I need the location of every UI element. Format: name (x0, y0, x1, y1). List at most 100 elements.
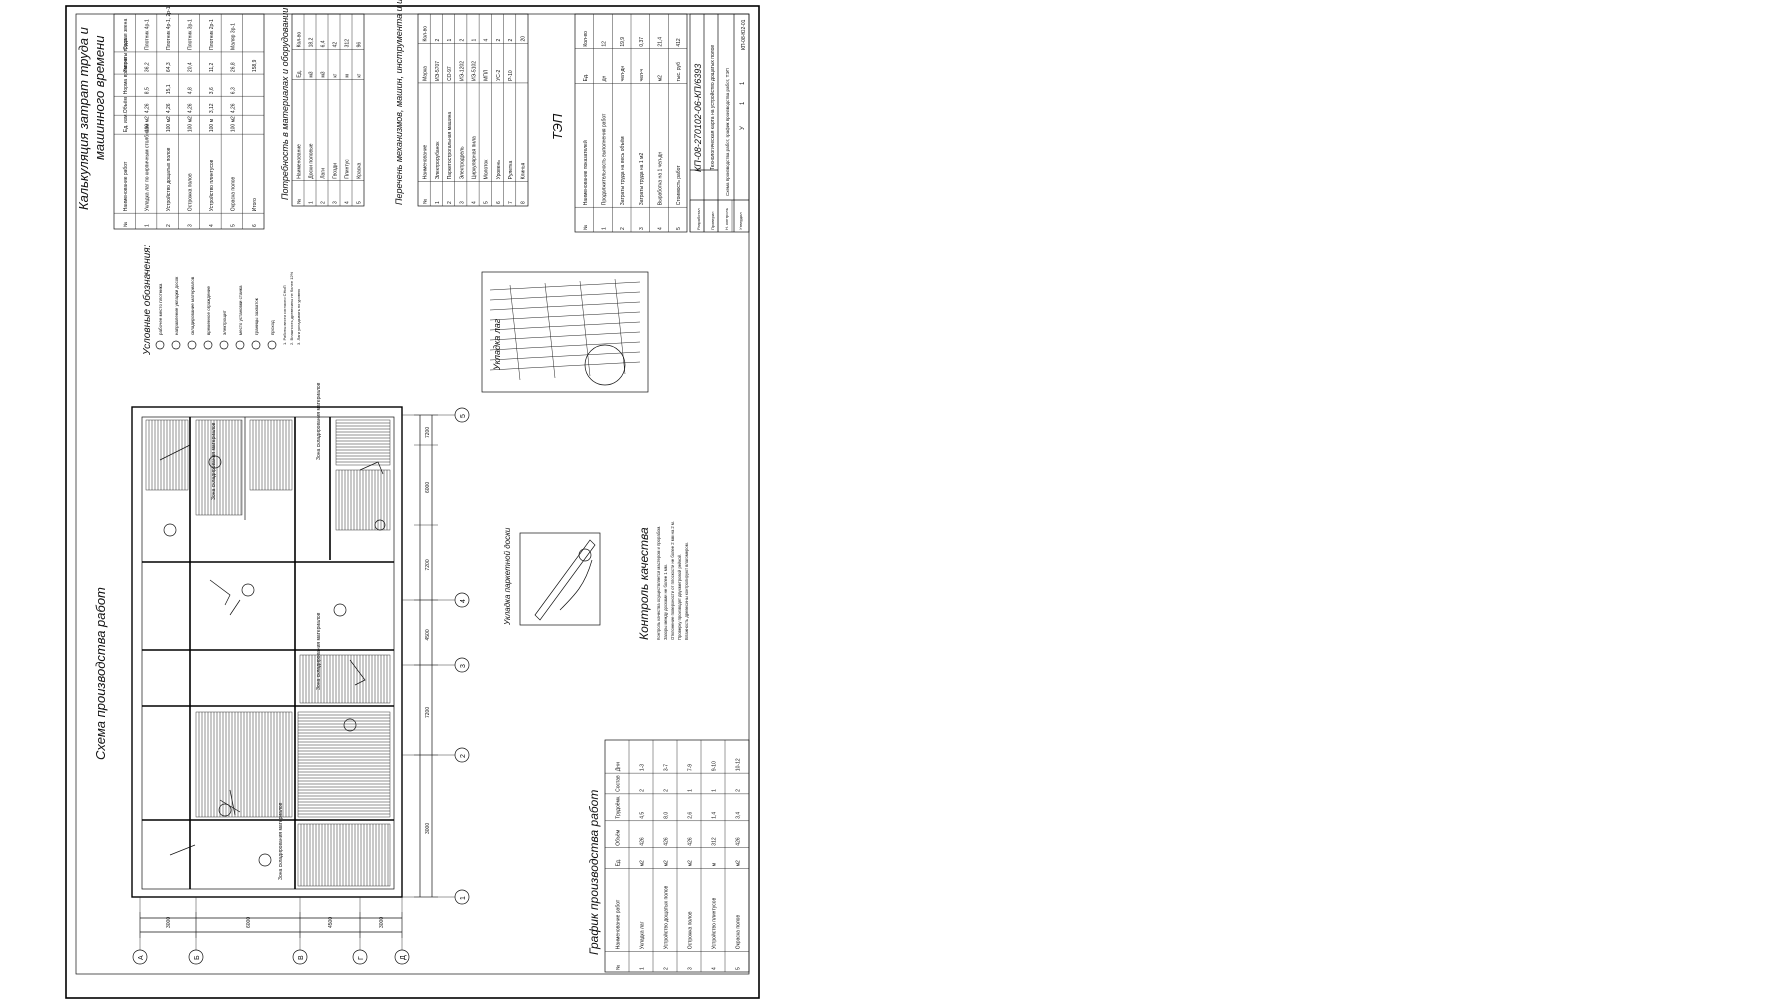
table-cell: 1 (640, 967, 646, 970)
table-cell: 158,9 (252, 59, 258, 72)
machines-table-frame (417, 13, 529, 207)
axis-bubble (352, 949, 368, 965)
title-block-subtitle: Схема производства работ, график произво… (725, 68, 730, 196)
quality-line: Проверку производят двухметровой рейкой. (677, 554, 682, 640)
legend-note: 2. Влажность древесины не более 12% (289, 271, 294, 345)
table-cell: 7-9 (688, 764, 694, 771)
table-cell: 3,12 (209, 103, 215, 113)
plan-outer-wall (131, 406, 403, 898)
title-block-frame (689, 13, 750, 233)
room-label: Зона складирования материалов (316, 382, 322, 460)
table-cell: 2 (496, 39, 502, 42)
table-cell: Продолжительность выполнения работ (602, 113, 608, 205)
title-role: Н. контроль (724, 208, 729, 230)
table-cell: 4,26 (166, 103, 172, 113)
legend-symbol (251, 340, 261, 350)
table-header-cell: № (123, 222, 129, 227)
legend-item: складирование материалов (190, 276, 195, 335)
table-cell: 4 (472, 201, 478, 204)
schedule-block: График производства работ №Наименование … (587, 739, 750, 973)
table-cell: 18,2 (309, 37, 315, 47)
table-cell: 4 (345, 201, 351, 204)
schedule-title: График производства работ (587, 790, 601, 955)
table-cell: м (345, 74, 351, 78)
table-cell: 7 (508, 201, 514, 204)
table-cell: 4 (712, 967, 718, 970)
table-cell: Устройство плинтусов (208, 159, 215, 211)
sheet-outer-frame (65, 5, 760, 999)
table-header-cell: Состав звена (123, 19, 129, 50)
plan-inner-wall (141, 416, 395, 890)
table-cell: Электродрель (459, 146, 465, 179)
title-block-group: КП-08-Ю2-01 (741, 19, 747, 50)
legend-item: рабочее место плотника (158, 283, 163, 335)
table-header-cell: Ед. изм. (123, 113, 129, 132)
table-cell: Укладка лаг по кирпичным столбикам (145, 123, 151, 211)
table-cell: 10-12 (736, 758, 742, 771)
table-header-cell: Наименование работ (123, 161, 129, 211)
table-cell: м3 (321, 71, 327, 77)
table-cell: 2 (640, 789, 646, 792)
title-block-sheets: 1 (740, 81, 746, 85)
table-header-cell: Наименование (423, 145, 429, 180)
table-cell: 3 (639, 227, 645, 230)
tep-title: ТЭП (550, 113, 565, 140)
table-cell: 15,1 (166, 84, 172, 94)
table-header-cell: Ед. (297, 70, 303, 78)
table-cell: Гвозди (333, 163, 339, 179)
axis-bubble (454, 592, 470, 608)
table-cell: м2 (664, 860, 670, 866)
table-cell: 426 (736, 837, 742, 846)
table-cell: 1 (602, 227, 608, 230)
table-cell: Доски половые (309, 143, 315, 178)
machines-title: Перечень механизмов, машин, инструмента … (394, 0, 404, 205)
plan-worker-symbols (159, 444, 386, 867)
room-label: Зона складирования материалов (316, 612, 322, 690)
table-cell: 4,26 (230, 103, 236, 113)
dim-label: 3000 (425, 823, 431, 834)
board-zone (297, 823, 391, 887)
table-cell: 19,9 (620, 37, 626, 47)
table-cell: 2 (664, 967, 670, 970)
dim-label: 7200 (425, 427, 431, 438)
axis-bubble (188, 949, 204, 965)
table-cell: чел-ч (639, 69, 645, 82)
table-cell: Циркулярная пила (472, 136, 478, 179)
quality-block: Контроль качества Контроль качества осущ… (637, 521, 689, 640)
table-cell: 1 (712, 789, 718, 792)
detail-lag-hatch (489, 278, 641, 381)
table-cell: кг (333, 73, 339, 77)
axis-letter: А (138, 955, 145, 960)
title-role: Разработал (696, 208, 701, 230)
table-cell: Электрорубанок (435, 141, 441, 180)
room-label: Зона складирования материалов (278, 802, 284, 880)
table-cell: м2 (736, 860, 742, 866)
table-cell: 1 (688, 789, 694, 792)
labor-costs-title: Калькуляция затрат труда и (76, 27, 91, 210)
table-header-cell: Наименование показателей (582, 140, 589, 205)
title-block-stage: У (740, 126, 746, 130)
table-cell: м2 (658, 75, 664, 81)
table-header-cell: Кол-во (423, 26, 429, 42)
table-header-cell: Ед. (583, 74, 589, 82)
table-header-cell: № (616, 965, 622, 970)
axis-letter: Д (400, 955, 407, 960)
table-cell: 100 м2 (166, 116, 172, 132)
table-cell: 20,4 (188, 62, 194, 72)
quality-line: Отклонение поверхности от плоскости не б… (670, 521, 675, 640)
legend-symbol (155, 340, 165, 350)
plan-board-zones (145, 419, 391, 887)
detail-board-frame (519, 532, 601, 626)
table-cell: 3 (188, 224, 194, 227)
table-cell: ИЭ-5102 (472, 61, 478, 81)
table-cell: 4 (484, 39, 490, 42)
table-cell: 1-3 (640, 764, 646, 771)
table-cell: 312 (712, 837, 718, 846)
table-cell: 2 (435, 39, 441, 42)
table-cell: Плотник 4р-1 (145, 19, 151, 50)
legend-symbol (203, 340, 213, 350)
axis-bubble (132, 949, 148, 965)
